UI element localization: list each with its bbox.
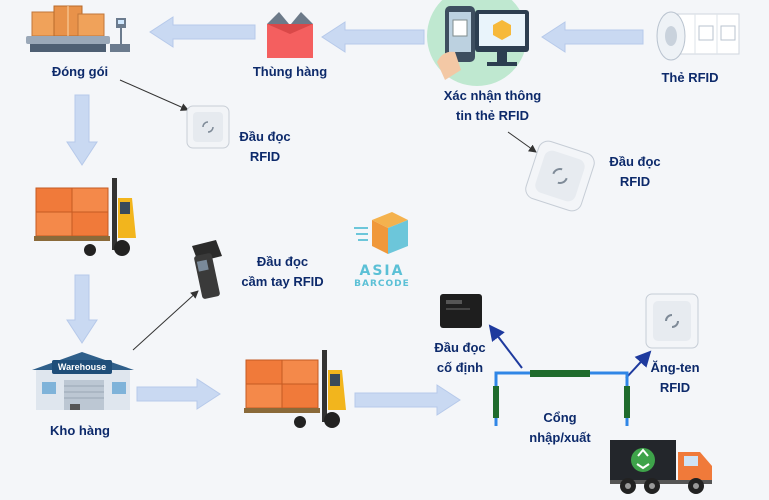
gate-frame bbox=[493, 370, 630, 426]
arrow-forklift-to-warehouse bbox=[66, 274, 98, 344]
asia-barcode-logo: ASIA BARCODE bbox=[348, 210, 416, 290]
arrow-carton-to-packing bbox=[149, 16, 256, 48]
rfid-reader-icon bbox=[186, 105, 230, 149]
warehouse-sign: Warehouse bbox=[52, 360, 112, 374]
fixed-reader-label: Đầu đọc cố định bbox=[434, 340, 486, 375]
rfid-reader-icon bbox=[525, 140, 595, 212]
pointer-packing-reader bbox=[119, 79, 189, 111]
gate-top-door bbox=[530, 370, 590, 377]
arrow-forklift-to-gate bbox=[354, 384, 461, 416]
rfid-antenna-icon bbox=[645, 293, 699, 349]
gate-left-door bbox=[493, 386, 499, 418]
warehouse-building-icon bbox=[32, 352, 134, 410]
gate-label: Cổng nhập/xuất bbox=[529, 410, 591, 445]
gate-right-door bbox=[624, 386, 630, 418]
pointer-gate-antenna bbox=[625, 350, 652, 379]
pointer-verify-reader bbox=[507, 131, 537, 153]
arrow-warehouse-to-forklift bbox=[136, 378, 221, 410]
reader-1-label: Đầu đọc RFID bbox=[239, 129, 291, 164]
arrow-verify-to-carton bbox=[321, 21, 425, 53]
tag-label: Thẻ RFID bbox=[661, 70, 719, 85]
handheld-label: Đầu đọc cầm tay RFID bbox=[241, 254, 324, 289]
rfid-tag-roll-icon bbox=[656, 11, 740, 61]
logo-line-1: ASIA bbox=[359, 263, 405, 279]
forklift-pallet-icon bbox=[244, 350, 346, 428]
verify-label: Xác nhận thông tin thẻ RFID bbox=[443, 88, 542, 123]
forklift-pallet-icon bbox=[34, 178, 136, 256]
arrow-packing-to-forklift bbox=[66, 94, 98, 166]
handheld-scanner-icon bbox=[192, 240, 222, 299]
pointer-gate-fixed-reader bbox=[488, 324, 523, 369]
scale-boxes-icon bbox=[26, 5, 130, 52]
pointer-warehouse-handheld bbox=[132, 290, 199, 351]
fixed-reader-icon bbox=[440, 294, 482, 328]
antenna-label: Ăng-ten RFID bbox=[650, 360, 700, 395]
warehouse-label: Kho hàng bbox=[50, 423, 110, 438]
logo-line-2: BARCODE bbox=[354, 279, 410, 289]
logo-cube-icon bbox=[354, 212, 408, 254]
arrow-tag-to-verify bbox=[541, 21, 644, 53]
carton-label: Thùng hàng bbox=[252, 64, 328, 79]
carton-box-icon bbox=[267, 12, 313, 58]
phone-scanner-monitor-icon bbox=[427, 0, 529, 86]
packing-label: Đóng gói bbox=[51, 64, 109, 79]
reader-2-label: Đầu đọc RFID bbox=[609, 154, 661, 189]
delivery-truck-icon bbox=[610, 440, 712, 494]
